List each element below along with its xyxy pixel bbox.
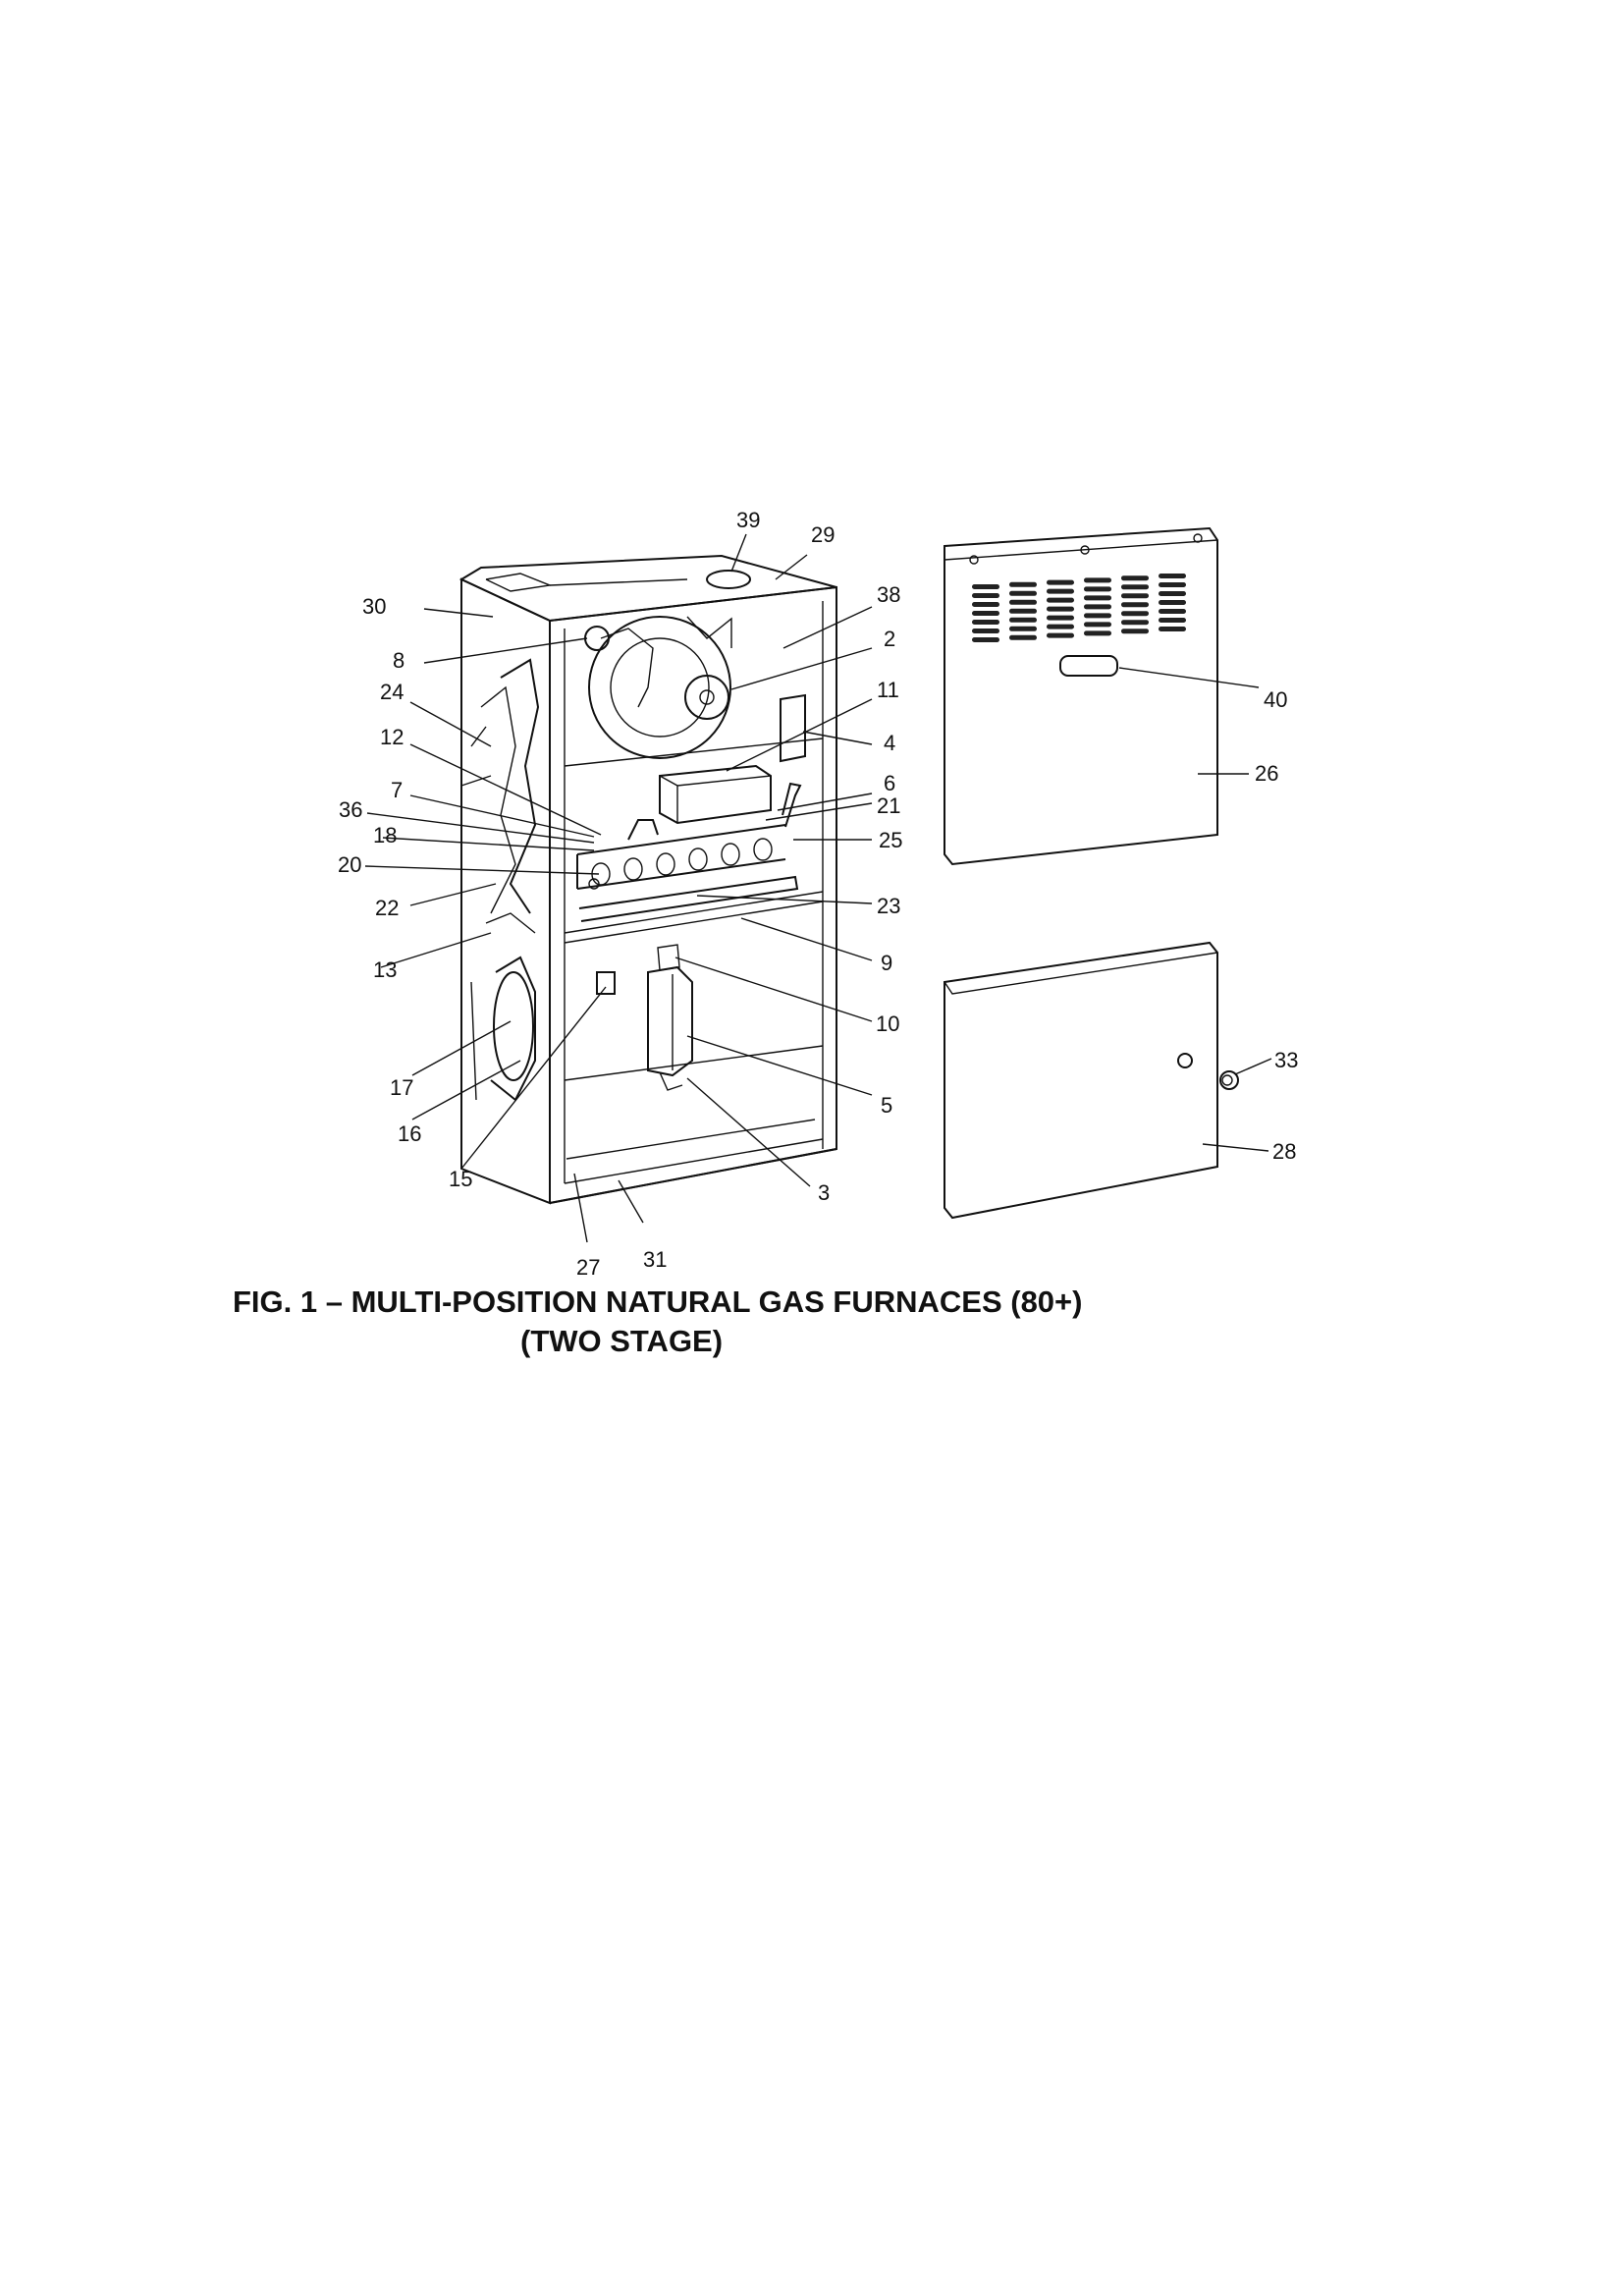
louver-slot [1121,611,1149,617]
louver-slot [1009,617,1037,623]
louver-slot [1047,624,1074,629]
callout-4: 4 [884,731,895,755]
callout-39: 39 [736,508,760,532]
louver-slot [1009,634,1037,640]
callout-11: 11 [877,678,899,702]
louver-slot [1121,602,1149,608]
callout-labels: 39 29 30 38 8 2 24 11 12 4 7 6 36 21 18 … [338,508,1298,1280]
door-switch [596,971,616,995]
heat-exchanger [460,658,540,914]
louver-slot [1159,600,1186,605]
louver-slot [972,637,999,642]
louver-slot [1121,575,1149,581]
inducer-blower [584,616,732,759]
louver-rows [972,574,1186,642]
callout-10: 10 [876,1011,899,1036]
furnace-cabinet [458,554,837,1205]
louver-slot [1121,629,1149,634]
louver-slot [972,584,999,589]
callout-15: 15 [449,1167,472,1191]
louver-slot [1084,622,1111,628]
louver-slot [1084,577,1111,583]
callout-30: 30 [362,594,386,619]
louver-slot [1084,586,1111,592]
louver-slot [1009,608,1037,614]
lower-blower-door [944,941,1218,1220]
louver-slot [1009,581,1037,587]
louver-slot [1159,574,1186,578]
upper-access-panel [944,526,1218,866]
limit-switch [780,693,806,763]
callout-5: 5 [881,1093,892,1118]
figure-caption: FIG. 1 – MULTI-POSITION NATURAL GAS FURN… [233,1285,1083,1319]
callout-3: 3 [818,1180,830,1205]
callout-36: 36 [339,797,362,822]
callout-33: 33 [1274,1048,1298,1072]
callout-29: 29 [811,522,835,547]
louver-slot [1047,588,1074,594]
louver-slot [1047,579,1074,585]
callout-28: 28 [1272,1139,1296,1164]
louver-slot [1084,613,1111,619]
louver-slot [1159,582,1186,587]
callout-24: 24 [380,680,404,704]
control-box [659,764,772,825]
louver-slot [972,593,999,598]
callout-31: 31 [643,1247,667,1272]
louver-slot [1159,591,1186,596]
louver-slot [1009,599,1037,605]
callout-12: 12 [380,725,404,749]
vent-collar [706,570,751,589]
louver-slot [1047,597,1074,603]
callout-7: 7 [391,778,403,802]
cabinet-top [458,554,837,623]
pressure-switch [584,626,610,651]
callout-13: 13 [373,957,397,982]
leader-lines [364,533,1272,1243]
louver-slot [1047,606,1074,612]
callout-2: 2 [884,627,895,651]
louver-slot [1047,632,1074,638]
sight-glass [1059,655,1118,677]
louver-slot [1121,584,1149,590]
louver-slot [1047,615,1074,621]
louver-slot [1121,620,1149,626]
callout-20: 20 [338,852,361,877]
callout-8: 8 [393,648,404,673]
circulating-blower [470,912,536,1102]
louver-slot [1159,609,1186,614]
burner-assembly [576,782,802,922]
louver-slot [972,620,999,625]
louver-slot [1159,618,1186,623]
louver-slot [1084,630,1111,636]
callout-9: 9 [881,951,892,975]
callout-6: 6 [884,771,895,795]
louver-slot [972,611,999,616]
gas-valve [647,944,693,1091]
cabinet-left-side [460,577,551,1205]
callout-16: 16 [398,1121,421,1146]
figure-caption-subtitle: (TWO STAGE) [520,1324,724,1358]
callout-27: 27 [576,1255,600,1280]
callout-26: 26 [1255,761,1278,786]
callout-21: 21 [877,793,900,818]
callout-17: 17 [390,1075,413,1100]
callout-38: 38 [877,582,900,607]
louver-slot [1009,590,1037,596]
callout-40: 40 [1264,687,1287,712]
louver-slot [1159,627,1186,631]
louver-slot [1009,626,1037,631]
louver-slot [1084,595,1111,601]
louver-slot [972,602,999,607]
louver-slot [1084,604,1111,610]
callout-22: 22 [375,896,399,920]
louver-slot [972,629,999,633]
louver-slot [1121,593,1149,599]
door-knob [1219,1070,1239,1090]
callout-18: 18 [373,823,397,847]
callout-25: 25 [879,828,902,852]
callout-23: 23 [877,894,900,918]
